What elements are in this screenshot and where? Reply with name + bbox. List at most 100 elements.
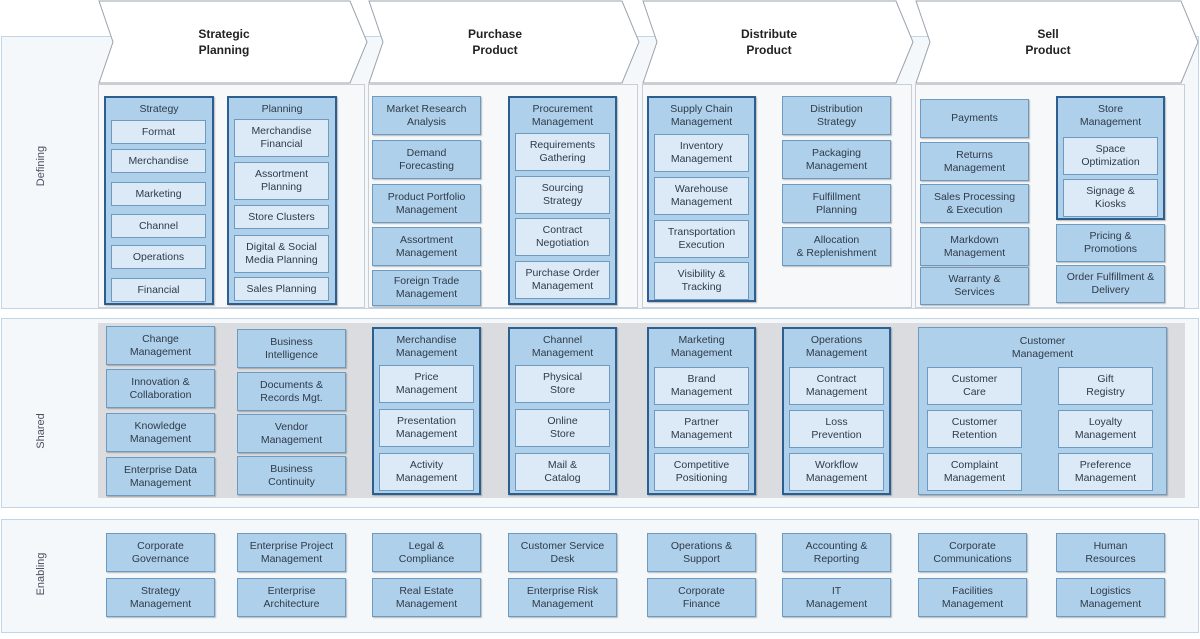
merchandise-item: Activity Management: [379, 453, 474, 491]
distribute-capability: Packaging Management: [782, 140, 891, 179]
marketing-item: Partner Management: [654, 410, 749, 448]
distribute-capability: Distribution Strategy: [782, 96, 891, 135]
chevron-shape: [915, 0, 1199, 84]
strategy-item: Format: [111, 120, 206, 144]
customer-item: Preference Management: [1058, 453, 1153, 491]
customer-item: Loyalty Management: [1058, 410, 1153, 448]
stage-title: Sell Product: [1025, 27, 1071, 57]
sell-capability: Payments: [920, 99, 1029, 138]
defining-label: Defining: [35, 145, 47, 187]
sell-capability: Sales Processing & Execution: [920, 184, 1029, 223]
chevron-shape: [98, 0, 368, 84]
enabling-capability: Accounting & Reporting: [782, 533, 891, 572]
stage-strategic-planning: Strategic Planning: [98, 0, 368, 84]
enabling-capability: Enterprise Risk Management: [508, 578, 617, 617]
operations-item: Workflow Management: [789, 453, 884, 491]
enabling-capability: Real Estate Management: [372, 578, 481, 617]
customer-item: Customer Care: [927, 367, 1022, 405]
sell-capability: Order Fulfillment & Delivery: [1056, 265, 1165, 303]
enabling-capability: Operations & Support: [647, 533, 756, 572]
store-management-item: Space Optimization: [1063, 137, 1158, 175]
supply-chain-item: Inventory Management: [654, 134, 749, 172]
purchase-capability: Assortment Management: [372, 227, 481, 266]
enabling-capability: IT Management: [782, 578, 891, 617]
enabling-capability: Corporate Governance: [106, 533, 215, 572]
shared-capability: Knowledge Management: [106, 413, 215, 452]
shared-capability: Vendor Management: [237, 414, 346, 453]
operations-item: Contract Management: [789, 367, 884, 405]
customer-item: Customer Retention: [927, 410, 1022, 448]
enabling-capability: Customer Service Desk: [508, 533, 617, 572]
strategy-item: Channel: [111, 214, 206, 238]
store-management-item: Signage & Kiosks: [1063, 179, 1158, 217]
stage-title: Purchase Product: [467, 27, 523, 57]
supply-chain-item: Visibility & Tracking: [654, 262, 749, 300]
channel-item: Physical Store: [515, 365, 610, 403]
customer-item: Complaint Management: [927, 453, 1022, 491]
shared-capability: Documents & Records Mgt.: [237, 372, 346, 411]
distribute-capability: Fulfillment Planning: [782, 184, 891, 223]
strategy-item: Financial: [111, 278, 206, 302]
stage-distribute-product: Distribute Product: [642, 0, 914, 84]
chevron-shape: [368, 0, 640, 84]
stage-sell-product: Sell Product: [915, 0, 1199, 84]
planning-item: Store Clusters: [234, 205, 329, 229]
enabling-capability: Legal & Compliance: [372, 533, 481, 572]
enabling-capability: Facilities Management: [918, 578, 1027, 617]
marketing-item: Brand Management: [654, 367, 749, 405]
purchase-capability: Foreign Trade Management: [372, 270, 481, 306]
enabling-capability: Enterprise Project Management: [237, 533, 346, 572]
sell-capability: Warranty & Services: [920, 267, 1029, 305]
stage-title: Strategic Planning: [198, 27, 250, 57]
planning-item: Assortment Planning: [234, 162, 329, 200]
merchandise-item: Presentation Management: [379, 409, 474, 447]
operations-item: Loss Prevention: [789, 410, 884, 448]
procurement-item: Sourcing Strategy: [515, 176, 610, 214]
merchandise-item: Price Management: [379, 365, 474, 403]
enabling-capability: Enterprise Architecture: [237, 578, 346, 617]
group-title: Channel Management: [531, 334, 594, 359]
procurement-item: Requirements Gathering: [515, 133, 610, 171]
purchase-capability: Product Portfolio Management: [372, 184, 481, 223]
enabling-capability: Strategy Management: [106, 578, 215, 617]
strategy-item: Operations: [111, 245, 206, 269]
enabling-label: Enabling: [35, 552, 47, 596]
group-title: Operations Management: [805, 334, 868, 359]
purchase-capability: Demand Forecasting: [372, 140, 481, 179]
planning-item: Digital & Social Media Planning: [234, 235, 329, 273]
customer-item: Gift Registry: [1058, 367, 1153, 405]
sell-capability: Pricing & Promotions: [1056, 224, 1165, 262]
procurement-item: Purchase Order Management: [515, 261, 610, 299]
purchase-capability: Market Research Analysis: [372, 96, 481, 135]
shared-capability: Business Continuity: [237, 456, 346, 495]
group-title: Marketing Management: [670, 334, 733, 359]
enabling-capability: Logistics Management: [1056, 578, 1165, 617]
sell-capability: Returns Management: [920, 142, 1029, 181]
shared-capability: Business Intelligence: [237, 329, 346, 368]
stage-purchase-product: Purchase Product: [368, 0, 640, 84]
group-title: Store Management: [1079, 103, 1142, 128]
strategy-item: Merchandise: [111, 149, 206, 173]
enabling-capability: Human Resources: [1056, 533, 1165, 572]
planning-item: Merchandise Financial: [234, 119, 329, 157]
enabling-capability: Corporate Finance: [647, 578, 756, 617]
group-title: Supply Chain Management: [670, 103, 733, 128]
shared-label: Shared: [35, 413, 47, 449]
chevron-shape: [642, 0, 914, 84]
distribute-capability: Allocation & Replenishment: [782, 227, 891, 266]
group-title: Customer Management: [1011, 335, 1074, 360]
shared-capability: Enterprise Data Management: [106, 457, 215, 496]
shared-capability: Innovation & Collaboration: [106, 369, 215, 408]
shared-capability: Change Management: [106, 326, 215, 365]
planning-item: Sales Planning: [234, 277, 329, 301]
supply-chain-item: Warehouse Management: [654, 177, 749, 215]
marketing-item: Competitive Positioning: [654, 453, 749, 491]
group-title: Strategy: [139, 103, 179, 115]
group-title: Procurement Management: [531, 103, 594, 128]
group-title: Planning: [261, 103, 303, 115]
channel-item: Mail & Catalog: [515, 453, 610, 491]
supply-chain-item: Transportation Execution: [654, 220, 749, 258]
stage-title: Distribute Product: [740, 27, 797, 57]
enabling-capability: Corporate Communications: [918, 533, 1027, 572]
strategy-item: Marketing: [111, 182, 206, 206]
